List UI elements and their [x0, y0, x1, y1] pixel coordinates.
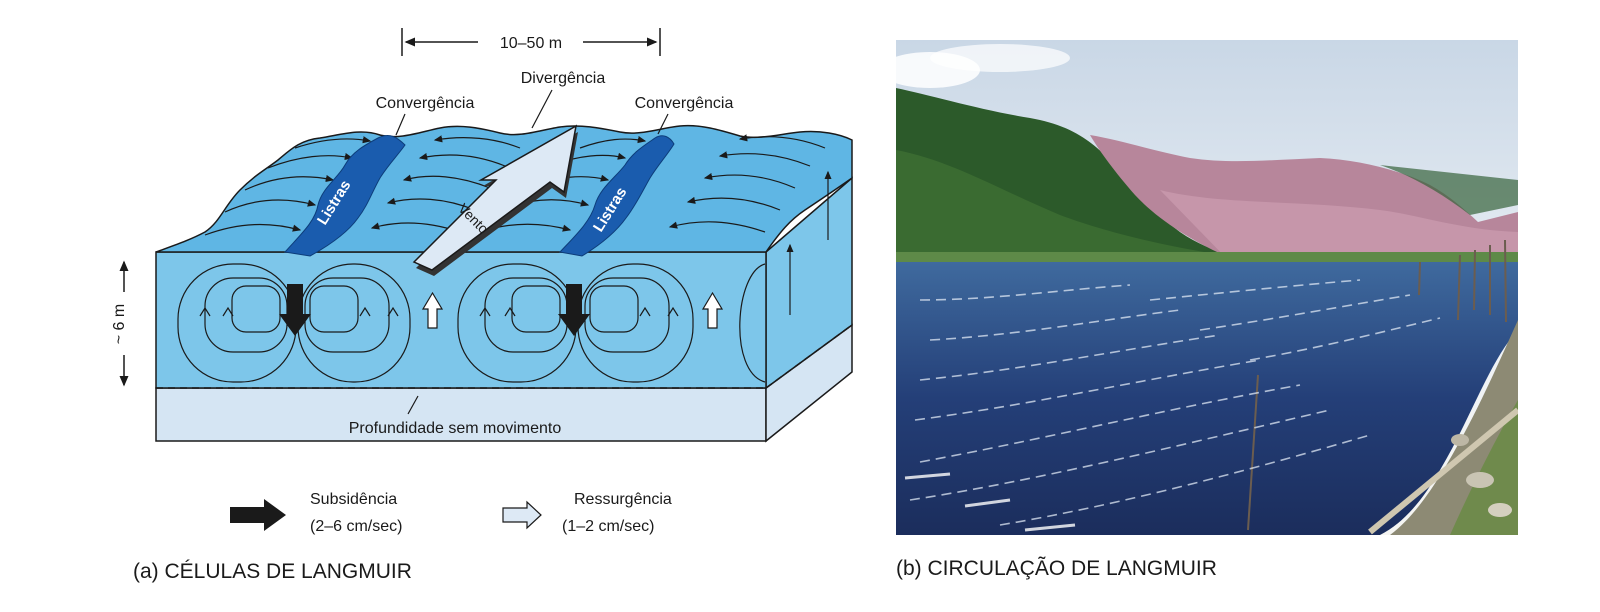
convergence-label-left: Convergência [376, 95, 475, 112]
rising-legend-arrow [502, 500, 542, 530]
sinking-rate: (2–6 cm/sec) [310, 518, 402, 535]
sinking-label: Subsidência [310, 491, 397, 508]
divergence-label: Divergência [521, 70, 606, 87]
width-dimension: 10–50 m [401, 28, 661, 56]
windrow-streaks [909, 279, 1441, 526]
rising-rate: (1–2 cm/sec) [562, 518, 654, 535]
depth-label: ~ 6 m [111, 304, 128, 344]
streak-left [284, 135, 406, 257]
surface-flow-arrows [204, 134, 832, 315]
panel-b-langmuir-photo: (b) CIRCULAÇÃO DE LANGMUIR [896, 40, 1518, 580]
panel-a-langmuir-cells: 10–50 m [111, 28, 853, 583]
caption-a: (a) CÉLULAS DE LANGMUIR [133, 560, 412, 583]
depth-indicator: ~ 6 m [111, 260, 129, 387]
water-front-face [155, 251, 767, 389]
upwelling-arrows [421, 291, 724, 329]
convergence-label-right: Convergência [635, 95, 734, 112]
still-depth-label: Profundidade sem movimento [349, 420, 562, 437]
lake-surface [896, 262, 1518, 535]
wind-arrow: Vento [412, 124, 578, 276]
still-layer [155, 387, 767, 442]
rising-label: Ressurgência [574, 491, 672, 508]
caption-b: (b) CIRCULAÇÃO DE LANGMUIR [896, 556, 1217, 580]
downwelling-arrows [279, 284, 590, 336]
legend: Subsidência (2–6 cm/sec) Ressurgência (1… [230, 491, 672, 535]
width-label: 10–50 m [500, 35, 562, 52]
streak-right [559, 135, 675, 257]
sinking-legend-arrow [230, 499, 286, 531]
